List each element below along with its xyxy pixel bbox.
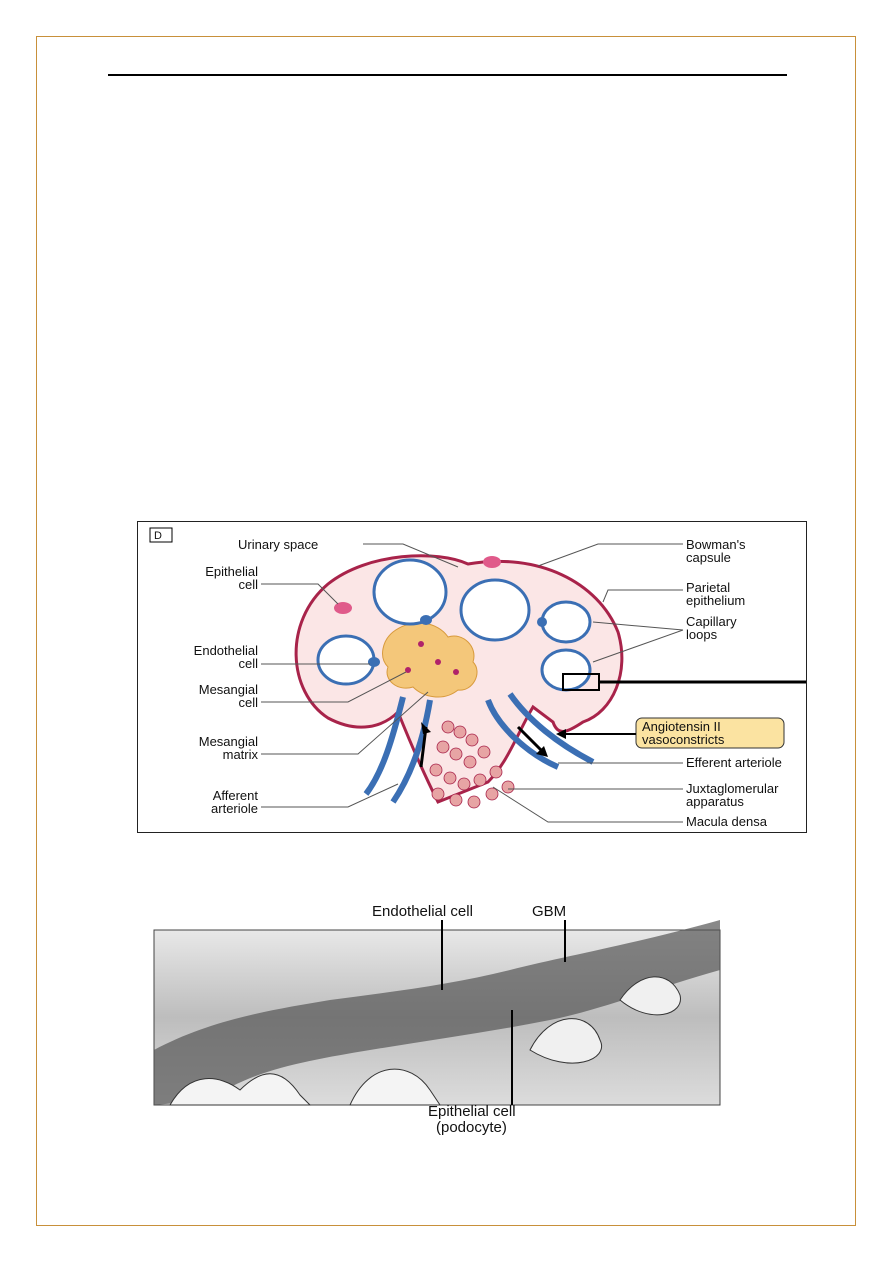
mesangial-nuclei bbox=[405, 641, 459, 675]
label-mesangial-cell-1: Mesangial bbox=[199, 682, 258, 697]
jg-cell bbox=[501, 780, 515, 794]
label-mesangial-cell-2: cell bbox=[238, 695, 258, 710]
mesangial-nucleus bbox=[418, 641, 424, 647]
foot-process bbox=[349, 1068, 441, 1106]
label-afferent-2: arteriole bbox=[211, 801, 258, 816]
label-epithelial-cell-1: Epithelial cell bbox=[428, 1103, 516, 1120]
label-endothelial-cell: Endothelial cell bbox=[372, 903, 473, 920]
gbm-band bbox=[154, 920, 720, 1105]
epithelial-cells bbox=[334, 556, 501, 614]
leader-lines bbox=[261, 543, 684, 823]
endothelial-nucleus bbox=[368, 657, 380, 667]
leader-bowmans bbox=[537, 543, 683, 567]
label-macula: Macula densa bbox=[686, 814, 768, 829]
jg-cell bbox=[457, 777, 471, 791]
label-parietal-2: epithelium bbox=[686, 593, 745, 608]
capillary-loop bbox=[372, 558, 448, 626]
leader-macula bbox=[492, 786, 683, 823]
label-bowmans-1: Bowman's bbox=[686, 537, 746, 552]
micrograph-svg: Endothelial cell GBM Epithelial cell (po… bbox=[153, 903, 721, 1136]
jg-cell bbox=[431, 787, 445, 801]
efferent-arteriole-wall bbox=[507, 692, 595, 765]
afferent-flow-arrow bbox=[419, 726, 428, 768]
header-rule bbox=[108, 74, 787, 76]
leader-mesangial-matrix bbox=[261, 691, 429, 755]
label-mesangial-matrix-2: matrix bbox=[223, 747, 259, 762]
capillary-loop bbox=[316, 634, 376, 686]
jg-cell bbox=[473, 773, 487, 787]
epithelial-cell bbox=[334, 602, 352, 614]
label-juxta-1: Juxtaglomerular bbox=[686, 781, 779, 796]
foot-process bbox=[529, 1018, 603, 1064]
leader-mesangial-cell bbox=[261, 671, 407, 703]
epithelial-cell bbox=[483, 556, 501, 568]
mesangial-nucleus bbox=[453, 669, 459, 675]
label-juxta-2: apparatus bbox=[686, 794, 744, 809]
jg-cell bbox=[441, 720, 455, 734]
glomerulus-svg: D bbox=[149, 527, 806, 829]
mesangium-shape bbox=[382, 622, 478, 698]
jg-cell bbox=[465, 733, 479, 747]
label-gbm: GBM bbox=[532, 903, 566, 920]
angiotensin-arrowhead bbox=[556, 729, 566, 739]
jg-cell bbox=[436, 740, 450, 754]
leader-epithelial bbox=[261, 583, 339, 605]
leader-afferent bbox=[261, 783, 399, 808]
jg-cell bbox=[453, 725, 467, 739]
label-urinary-space: Urinary space bbox=[238, 537, 318, 552]
mesangial-nucleus bbox=[435, 659, 441, 665]
efferent-arteriole-wall bbox=[485, 698, 560, 770]
leader-capillary-2 bbox=[592, 629, 684, 663]
jg-cell bbox=[429, 763, 443, 777]
jg-cell bbox=[489, 765, 503, 779]
jg-cell bbox=[443, 771, 457, 785]
efferent-flow-arrow bbox=[516, 725, 545, 754]
juxtaglomerular-cells bbox=[429, 720, 515, 809]
capillary-loops-group bbox=[316, 558, 592, 692]
leader-parietal bbox=[602, 589, 683, 603]
capillary-loop bbox=[459, 578, 531, 642]
endothelial-nuclei bbox=[368, 615, 547, 667]
jg-cell bbox=[467, 795, 481, 809]
label-mesangial-matrix-1: Mesangial bbox=[199, 734, 258, 749]
jg-cell bbox=[485, 787, 499, 801]
label-parietal-1: Parietal bbox=[686, 580, 730, 595]
label-bowmans-2: capsule bbox=[686, 550, 731, 565]
leader-urinary-space bbox=[363, 543, 459, 568]
mesangial-nucleus bbox=[405, 667, 411, 673]
label-efferent: Efferent arteriole bbox=[686, 755, 782, 770]
label-endothelial-2: cell bbox=[238, 656, 258, 671]
label-capillary-1: Capillary bbox=[686, 614, 737, 629]
label-epithelial-cell-2: (podocyte) bbox=[436, 1119, 507, 1136]
label-endothelial-1: Endothelial bbox=[194, 643, 258, 658]
foot-process bbox=[619, 976, 681, 1016]
endothelial-nucleus bbox=[420, 615, 432, 625]
label-afferent-1: Afferent bbox=[213, 788, 259, 803]
panel-label: D bbox=[154, 530, 162, 542]
page-border bbox=[36, 36, 856, 1226]
label-epithelial-1: Epithelial bbox=[205, 564, 258, 579]
jg-cell bbox=[449, 747, 463, 761]
jg-cell bbox=[463, 755, 477, 769]
capillary-loop bbox=[540, 648, 592, 692]
foot-process bbox=[169, 1073, 312, 1106]
afferent-arteriole-wall bbox=[390, 699, 433, 804]
label-capillary-2: loops bbox=[686, 627, 718, 642]
electron-micrograph-figure: Endothelial cell GBM Epithelial cell (po… bbox=[150, 900, 730, 1136]
afferent-arteriole-wall bbox=[363, 696, 406, 796]
angiotensin-label-1: Angiotensin II bbox=[642, 719, 721, 734]
jg-cell bbox=[477, 745, 491, 759]
afferent-arrowhead bbox=[421, 722, 431, 734]
panel-label-box bbox=[149, 527, 173, 543]
leader-capillary-1 bbox=[592, 621, 684, 631]
glomerulus-diagram: D bbox=[137, 521, 807, 833]
endothelial-nucleus bbox=[537, 617, 547, 627]
angiotensin-label-2: vasoconstricts bbox=[642, 732, 725, 747]
efferent-arrowhead bbox=[536, 746, 548, 757]
label-epithelial-2: cell bbox=[238, 577, 258, 592]
capillary-loop bbox=[540, 600, 592, 644]
jg-cell bbox=[449, 793, 463, 807]
